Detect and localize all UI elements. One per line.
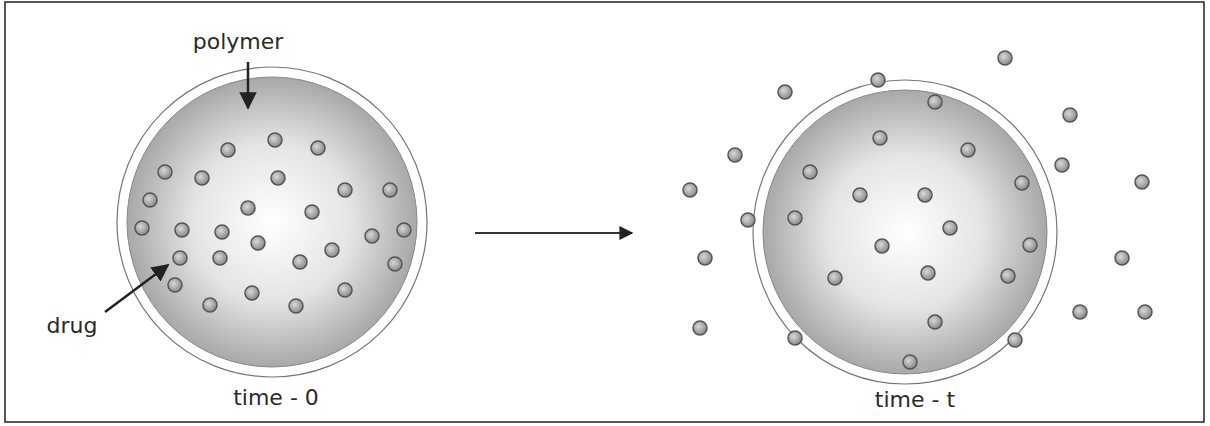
drug-pointer: [105, 265, 168, 312]
polymer-pointer: [247, 62, 250, 108]
process-arrow: [475, 232, 632, 234]
frame: [5, 2, 1204, 422]
label-text: polymer: [193, 30, 284, 54]
label-text: drug: [47, 314, 98, 338]
polymer-sphere-later: [683, 51, 1152, 384]
label-text: time - t: [875, 388, 955, 412]
label-text: time - 0: [233, 386, 319, 410]
polymer-sphere-start: [117, 67, 427, 377]
